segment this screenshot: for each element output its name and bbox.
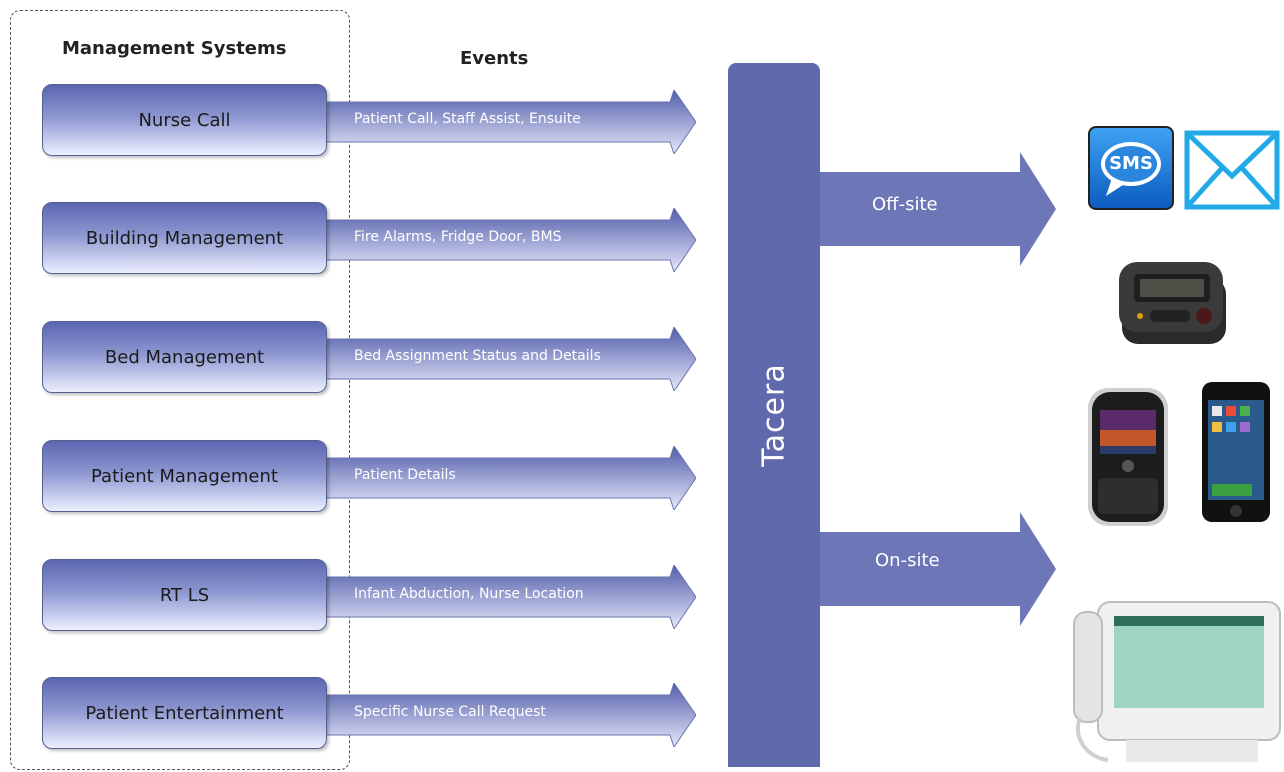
sms-text: SMS bbox=[1109, 153, 1153, 174]
on-site-label: On-site bbox=[875, 550, 940, 571]
event-arrow bbox=[322, 446, 696, 510]
pager-icon bbox=[1116, 254, 1228, 354]
event-arrow bbox=[322, 565, 696, 629]
event-arrow bbox=[322, 683, 696, 747]
event-arrow bbox=[322, 327, 696, 391]
off-site-arrow bbox=[820, 152, 1056, 266]
event-arrow bbox=[322, 208, 696, 272]
system-box: Patient Entertainment bbox=[42, 677, 327, 749]
system-box: Nurse Call bbox=[42, 84, 327, 156]
sms-icon: SMS bbox=[1088, 126, 1174, 210]
event-label: Infant Abduction, Nurse Location bbox=[354, 586, 584, 602]
email-icon bbox=[1184, 130, 1280, 214]
tacera-label: Tacera bbox=[756, 363, 792, 467]
on-site-arrow bbox=[820, 512, 1056, 626]
event-label: Specific Nurse Call Request bbox=[354, 704, 546, 720]
off-site-label: Off-site bbox=[872, 194, 938, 215]
event-label: Patient Call, Staff Assist, Ensuite bbox=[354, 111, 581, 127]
tacera-hub: Tacera bbox=[728, 63, 820, 767]
iphone-icon bbox=[1200, 380, 1272, 528]
system-box: RT LS bbox=[42, 559, 327, 631]
bedside-terminal-icon bbox=[1068, 598, 1282, 772]
event-label: Fire Alarms, Fridge Door, BMS bbox=[354, 229, 562, 245]
event-label: Patient Details bbox=[354, 467, 456, 483]
event-arrow bbox=[322, 90, 696, 154]
blackberry-phone-icon bbox=[1086, 386, 1170, 532]
event-label: Bed Assignment Status and Details bbox=[354, 348, 601, 364]
system-box: Patient Management bbox=[42, 440, 327, 512]
events-title: Events bbox=[460, 48, 529, 69]
management-systems-title: Management Systems bbox=[62, 38, 287, 59]
system-box: Bed Management bbox=[42, 321, 327, 393]
system-box: Building Management bbox=[42, 202, 327, 274]
